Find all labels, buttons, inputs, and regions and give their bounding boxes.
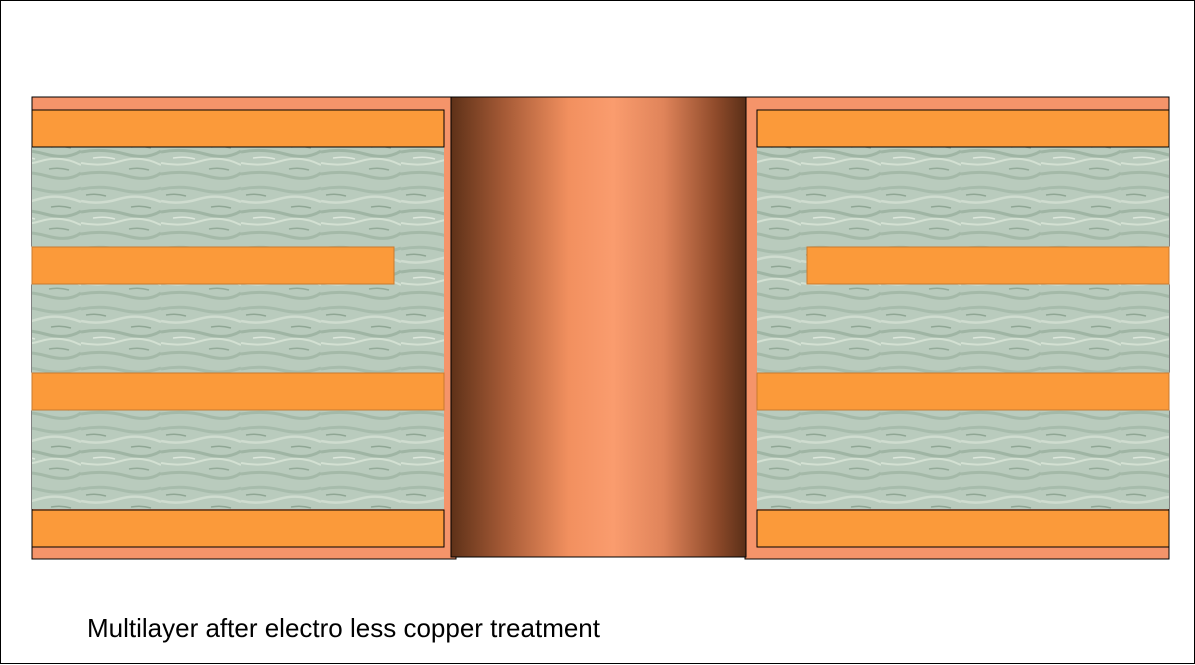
diagram-caption: Multilayer after electro less copper tre…	[87, 613, 600, 643]
plated-through-hole-barrel	[450, 96, 747, 558]
right-copper-layer-inner-2	[756, 372, 1170, 411]
right-copper-layer-inner-1	[806, 246, 1170, 285]
left-copper-layer-top	[31, 109, 445, 148]
left-copper-layer-inner-1	[31, 246, 395, 285]
left-laminate-substrate	[32, 147, 444, 509]
right-copper-layer-top	[756, 109, 1170, 148]
right-laminate-substrate	[757, 147, 1169, 509]
left-copper-layer-bottom	[31, 509, 445, 548]
left-copper-layer-inner-2	[31, 372, 445, 411]
right-copper-layer-bottom	[756, 509, 1170, 548]
